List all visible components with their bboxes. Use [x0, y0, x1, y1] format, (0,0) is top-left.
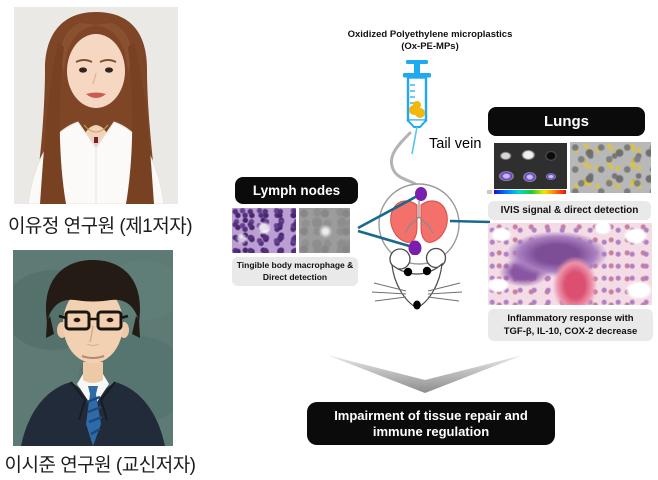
- lung-particle-image: [570, 142, 651, 193]
- lymph-caption-line1: Tingible body macrophage &: [236, 260, 354, 270]
- lungs-illustration: [390, 200, 448, 243]
- researcher-photo-corresponding-author: [13, 250, 173, 446]
- connector-lines: [357, 187, 491, 255]
- ivis-image: [494, 143, 567, 189]
- conclusion-line1: Impairment of tissue repair and: [334, 407, 528, 423]
- mouse-head: [371, 247, 463, 310]
- ivis-colorbar-scale-mark: [487, 190, 492, 194]
- lymph-node-dot-bottom: [408, 240, 422, 255]
- inflammation-caption-box: Inflammatory response with TGF-β, IL-10,…: [488, 309, 653, 341]
- inflammation-caption-line1: Inflammatory response with: [507, 313, 634, 324]
- ivis-caption: IVIS signal & direct detection: [500, 205, 639, 216]
- first-author-name-label: 이유정 연구원 (제1저자): [7, 216, 193, 237]
- lymph-caption-line2: Direct detection: [262, 271, 328, 282]
- material-title-line2: (Ox-PE-MPs): [401, 41, 459, 52]
- syringe-icon: [403, 60, 431, 155]
- lymph-electron-microscopy-image: [299, 208, 350, 253]
- inflammation-caption-line2: TGF-β, IL-10, COX-2 decrease: [503, 326, 638, 337]
- ivis-caption-box: IVIS signal & direct detection: [488, 201, 651, 220]
- down-arrow: [327, 355, 523, 393]
- material-title-line1: Oxidized Polyethylene microplastics: [347, 29, 513, 40]
- tail-vein-label: Tail vein: [429, 136, 482, 152]
- ivis-colorbar: [494, 190, 566, 194]
- material-title: Oxidized Polyethylene microplastics (Ox-…: [325, 29, 535, 53]
- lymph-caption-box: Tingible body macrophage & Direct detect…: [232, 257, 358, 286]
- researcher-photo-first-author: [14, 7, 178, 204]
- male-portrait-illustration: [13, 250, 173, 446]
- mouse-tail: [389, 131, 420, 189]
- conclusion-line2: immune regulation: [372, 423, 490, 439]
- lymph-nodes-title: Lymph nodes: [252, 183, 341, 198]
- lungs-title: Lungs: [544, 113, 589, 130]
- lymph-node-dot-top: [415, 187, 427, 201]
- female-portrait-illustration: [14, 7, 178, 204]
- lungs-title-box: Lungs: [488, 107, 645, 136]
- lymph-histology-image: [232, 208, 296, 253]
- corresponding-author-name-label: 이시준 연구원 (교신저자): [4, 455, 196, 476]
- conclusion-box: Impairment of tissue repair and immune r…: [307, 402, 555, 445]
- lung-histology-image: [488, 223, 652, 305]
- lymph-nodes-title-box: Lymph nodes: [235, 177, 358, 204]
